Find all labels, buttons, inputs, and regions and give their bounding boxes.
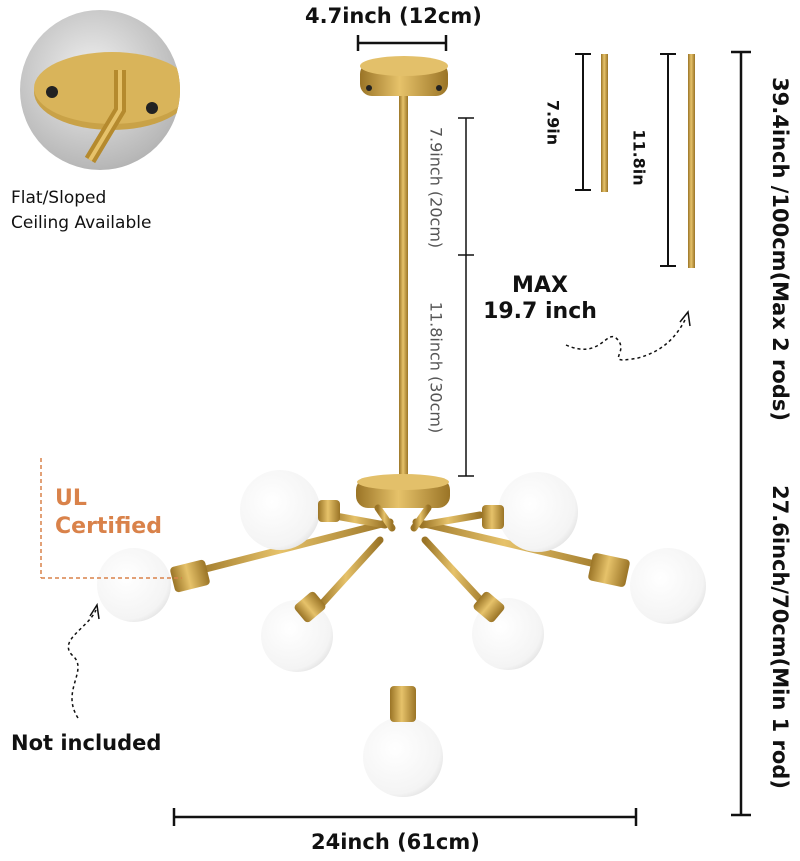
max-arrow (565, 317, 687, 361)
height-bracket (731, 50, 751, 817)
ceiling-canopy (360, 56, 448, 96)
down-rod (399, 96, 408, 481)
canopy-detail-image (34, 52, 180, 164)
rod-short (601, 54, 608, 192)
bulbs-not-included-label: Not included (11, 731, 162, 755)
bulb-left (97, 548, 171, 622)
ul-line1: UL (55, 486, 87, 511)
width-bracket (172, 808, 638, 826)
screw-icon (46, 86, 58, 98)
bulb-top-right (498, 472, 578, 552)
canopy-width-label: 4.7inch (12cm) (305, 4, 482, 28)
bulb-top-left (240, 470, 320, 550)
extension-rods (601, 54, 695, 268)
bulbs (97, 470, 706, 797)
bulb-note-arrow (67, 609, 97, 719)
rod-bottom-label: 11.8inch (30cm) (426, 301, 446, 434)
total-min-label: 27.6inch/70cm(Min 1 rod) (768, 485, 792, 789)
ul-bracket (40, 458, 182, 579)
center-hub (356, 474, 450, 508)
ul-line2: Certified (55, 514, 162, 539)
max-label-line2: 19.7 inch (483, 299, 597, 324)
total-max-label: 39.4inch /100cm(Max 2 rods) (768, 77, 792, 421)
ul-certified-label: UL Certified (55, 485, 162, 541)
rod-long (688, 54, 695, 268)
canopy-detail-inset (20, 10, 180, 170)
rod-top-label: 7.9inch (20cm) (426, 126, 446, 249)
max-label: MAX 19.7 inch (480, 273, 600, 325)
bulb-bottom (363, 717, 443, 797)
sockets (170, 500, 630, 722)
max-label-line1: MAX (512, 273, 568, 298)
bulb-low-left (261, 600, 333, 672)
screw-icon (146, 102, 158, 114)
inset-caption-line2: Ceiling Available (11, 213, 152, 233)
rod-brackets (575, 53, 676, 267)
rod-long-label: 11.8in (629, 129, 649, 186)
rod-length-bracket (458, 117, 474, 477)
inset-caption-line1: Flat/Sloped (11, 188, 107, 208)
rod-short-label: 7.9in (543, 99, 563, 146)
width-label: 24inch (61cm) (311, 830, 480, 854)
bulb-right (630, 548, 706, 624)
inset-caption: Flat/Sloped Ceiling Available (11, 186, 151, 236)
